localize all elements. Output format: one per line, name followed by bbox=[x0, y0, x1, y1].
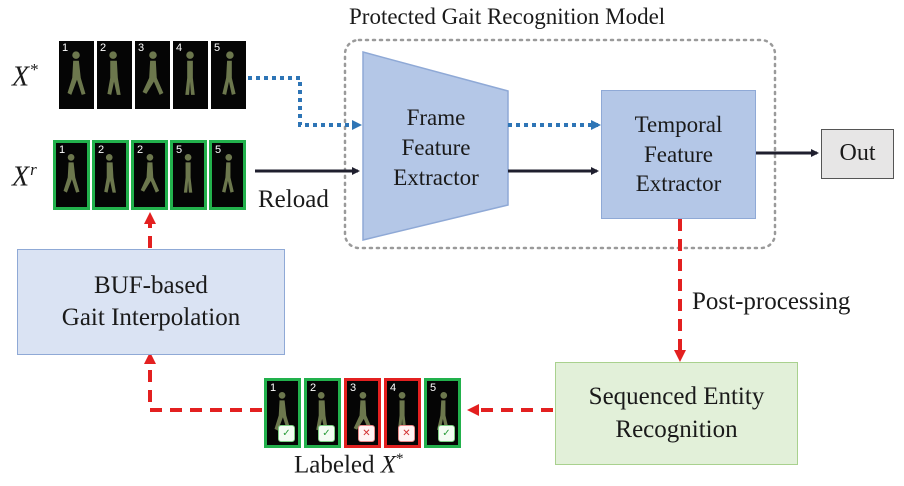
frame-extractor-line-2: Feature bbox=[401, 135, 471, 161]
frame-number: 3 bbox=[138, 42, 145, 54]
walking-person-icon bbox=[67, 51, 86, 95]
x-star-base: X bbox=[12, 61, 30, 93]
x-r-label: Xr bbox=[12, 160, 37, 193]
temporal-feature-extractor: Temporal Feature Extractor bbox=[601, 90, 756, 219]
frame-number: 5 bbox=[176, 144, 183, 156]
gait-frame: 1 bbox=[58, 40, 95, 110]
model-title: Protected Gait Recognition Model bbox=[349, 4, 666, 29]
labeled-frame: 5 ✓ bbox=[424, 378, 461, 448]
labeled-frame: 2 ✓ bbox=[304, 378, 341, 448]
temporal-extractor-line-1: Temporal bbox=[634, 111, 723, 137]
frame-number: 2 bbox=[137, 144, 144, 156]
labeled-x-star-caption: Labeled X* bbox=[294, 451, 404, 479]
walking-person-icon bbox=[142, 51, 164, 95]
frame-number: 5 bbox=[430, 382, 437, 394]
walking-person-icon bbox=[316, 392, 328, 431]
gait-frame: 3 bbox=[134, 40, 171, 110]
frame-feature-extractor-shape bbox=[362, 51, 509, 241]
walking-person-icon bbox=[274, 392, 291, 431]
ser-line-1: Sequenced Entity bbox=[588, 383, 765, 410]
frame-number: 2 bbox=[98, 144, 105, 156]
frame-number: 3 bbox=[350, 382, 357, 394]
walking-person-icon bbox=[437, 392, 449, 431]
frame-number: 1 bbox=[270, 382, 277, 394]
walking-person-icon bbox=[222, 154, 234, 193]
labeled-to-buf-dashed-arrow bbox=[144, 352, 262, 412]
gait-frame: 5 bbox=[209, 140, 246, 210]
walking-person-icon bbox=[107, 51, 121, 95]
walking-person-icon bbox=[353, 392, 373, 431]
frame-number: 1 bbox=[62, 42, 69, 54]
walking-person-icon bbox=[63, 154, 80, 193]
walking-person-icon bbox=[183, 154, 193, 193]
temporal-extractor-line-3: Extractor bbox=[635, 171, 722, 197]
gait-frame: 5 bbox=[210, 40, 247, 110]
frame-number: 2 bbox=[310, 382, 317, 394]
frame-number: 4 bbox=[390, 382, 397, 394]
walking-person-icon bbox=[140, 154, 160, 193]
gait-frame: 2 bbox=[92, 140, 129, 210]
walking-person-icon bbox=[104, 154, 116, 193]
gait-frame: 4 bbox=[172, 40, 209, 110]
output-box: Out bbox=[821, 129, 894, 179]
reload-label: Reload bbox=[258, 186, 329, 213]
labeled-base: X bbox=[380, 451, 397, 479]
sequenced-entity-recognition: Sequenced Entity Recognition bbox=[555, 362, 798, 465]
temporal-extractor-line-2: Feature bbox=[644, 141, 713, 167]
protected-model-boundary bbox=[343, 38, 777, 250]
frame-number: 4 bbox=[176, 42, 183, 54]
labeled-frame: 3 ✕ bbox=[344, 378, 381, 448]
x-star-sup: * bbox=[30, 60, 39, 79]
frame-number: 1 bbox=[59, 144, 66, 156]
frame-extractor-line-3: Extractor bbox=[393, 164, 479, 190]
labeled-frame: 1 ✓ bbox=[264, 378, 301, 448]
x-star-label: X* bbox=[12, 60, 39, 93]
x-r-sup: r bbox=[30, 160, 37, 179]
labeled-sup: * bbox=[396, 451, 404, 467]
walking-person-icon bbox=[185, 51, 195, 95]
frame-extractor-line-1: Frame bbox=[406, 105, 466, 131]
x-star-dotted-arrow bbox=[248, 76, 362, 130]
walking-person-icon bbox=[222, 51, 236, 95]
check-icon: ✓ bbox=[318, 425, 335, 442]
check-icon: ✓ bbox=[278, 425, 295, 442]
cross-icon: ✕ bbox=[358, 425, 375, 442]
ser-line-2: Recognition bbox=[615, 415, 738, 443]
x-r-base: X bbox=[12, 161, 30, 193]
walking-person-icon bbox=[397, 392, 407, 431]
buf-line-1: BUF-based bbox=[94, 271, 208, 299]
frame-number: 5 bbox=[215, 144, 222, 156]
labeled-prefix: Labeled bbox=[294, 451, 375, 479]
gait-frame: 1 bbox=[53, 140, 90, 210]
check-icon: ✓ bbox=[438, 425, 455, 442]
frame-number: 5 bbox=[214, 42, 221, 54]
gait-frame: 5 bbox=[170, 140, 207, 210]
cross-icon: ✕ bbox=[398, 425, 415, 442]
labeled-frame: 4 ✕ bbox=[384, 378, 421, 448]
gait-frame: 2 bbox=[131, 140, 168, 210]
buf-gait-interpolation: BUF-based Gait Interpolation bbox=[17, 249, 285, 355]
buf-line-2: Gait Interpolation bbox=[61, 304, 241, 331]
frame-number: 2 bbox=[100, 42, 107, 54]
frame-feature-extractor: Frame Feature Extractor bbox=[370, 88, 502, 208]
gait-frame: 2 bbox=[96, 40, 133, 110]
post-processing-label: Post-processing bbox=[692, 288, 851, 315]
